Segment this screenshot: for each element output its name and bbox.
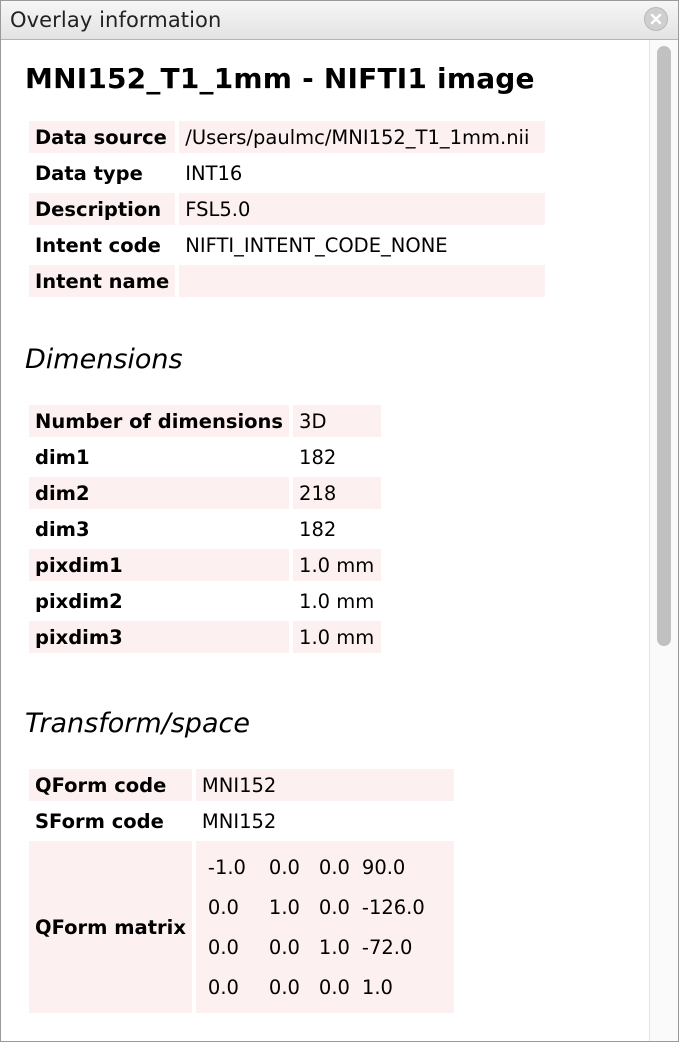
table-row: QForm code MNI152 [29, 769, 454, 801]
matrix-value: 0.0 [318, 855, 350, 879]
row-value: 218 [293, 477, 382, 509]
matrix-value: 0.0 [207, 935, 239, 959]
transform-table: QForm code MNI152 SForm code MNI152 QFor… [25, 765, 458, 1017]
row-value: 1.0 mm [293, 621, 382, 653]
scrollbar-thumb[interactable] [657, 46, 671, 646]
vertical-scrollbar[interactable] [649, 40, 678, 1041]
table-row: Intent name [29, 265, 546, 297]
page-title: MNI152_T1_1mm - NIFTI1 image [25, 62, 535, 95]
title-bar[interactable]: Overlay information [1, 1, 678, 40]
row-key: Description [29, 193, 176, 225]
window-title: Overlay information [10, 8, 222, 32]
matrix-row: QForm matrix -1.0 0.0 0.0 90.0 0.0 1.0 0… [29, 841, 454, 1013]
matrix-value: 0.0 [207, 895, 239, 919]
row-key: dim1 [35, 445, 90, 469]
matrix-value: 1.0 [318, 935, 350, 959]
matrix-value: 0.0 [318, 975, 350, 999]
matrix-value: 0.0 [318, 895, 350, 919]
matrix-value: -1.0 [207, 855, 246, 879]
matrix-value: 0.0 [268, 855, 300, 879]
matrix-value: 0.0 [268, 975, 300, 999]
matrix-value: 0.0 [268, 935, 300, 959]
row-key: pixdim1 [29, 549, 290, 581]
matrix-row-0: -1.0 0.0 0.0 90.0 [208, 847, 442, 887]
matrix-value: 1.0 [268, 895, 300, 919]
close-button[interactable] [644, 7, 668, 31]
row-value: MNI152 [195, 769, 454, 801]
row-value: 182 [299, 517, 337, 541]
table-row: pixdim3 1.0 mm [29, 621, 382, 653]
table-row: dim3 182 [29, 513, 381, 545]
table-row: dim1 182 [29, 441, 381, 473]
matrix-label: QForm matrix [29, 841, 192, 1013]
row-key: Intent code [35, 233, 161, 257]
table-row: dim2 218 [29, 477, 382, 509]
row-key: dim3 [35, 517, 90, 541]
row-key: pixdim3 [29, 621, 290, 653]
row-value: NIFTI_INTENT_CODE_NONE [185, 233, 448, 257]
row-key: Intent name [29, 265, 176, 297]
row-key: Data type [35, 161, 143, 185]
row-value: 1.0 mm [299, 589, 375, 613]
row-value: MNI152 [201, 809, 277, 833]
row-key: Number of dimensions [29, 405, 290, 437]
matrix-value: -126.0 [361, 895, 425, 919]
qform-matrix: -1.0 0.0 0.0 90.0 0.0 1.0 0.0 -126.0 0.0… [195, 841, 454, 1013]
row-key: pixdim2 [35, 589, 123, 613]
matrix-row-2: 0.0 0.0 1.0 -72.0 [208, 927, 442, 967]
table-row: Intent code NIFTI_INTENT_CODE_NONE [29, 229, 545, 261]
row-value: 182 [299, 445, 337, 469]
matrix-value: 0.0 [207, 975, 239, 999]
row-key: SForm code [35, 809, 164, 833]
row-key: QForm code [29, 769, 192, 801]
info-content: MNI152_T1_1mm - NIFTI1 image Data source… [1, 40, 650, 1041]
row-value: 3D [293, 405, 382, 437]
row-value: 1.0 mm [293, 549, 382, 581]
dimensions-heading: Dimensions [25, 344, 183, 375]
close-icon [650, 13, 662, 25]
dimensions-table: Number of dimensions 3D dim1 182 dim2 21… [25, 401, 385, 657]
matrix-value: 90.0 [361, 855, 406, 879]
table-row: pixdim1 1.0 mm [29, 549, 382, 581]
matrix-row-1: 0.0 1.0 0.0 -126.0 [208, 887, 442, 927]
matrix-value: -72.0 [361, 935, 413, 959]
table-row: SForm code MNI152 [29, 805, 454, 837]
table-row: Number of dimensions 3D [29, 405, 382, 437]
general-info-table: Data source /Users/paulmc/MNI152_T1_1mm.… [25, 117, 549, 301]
table-row: pixdim2 1.0 mm [29, 585, 381, 617]
table-row: Data type INT16 [29, 157, 545, 189]
matrix-row-3: 0.0 0.0 0.0 1.0 [208, 967, 442, 1007]
transform-heading: Transform/space [25, 708, 250, 739]
row-value [179, 265, 546, 297]
table-row: Description FSL5.0 [29, 193, 546, 225]
row-key: dim2 [29, 477, 290, 509]
row-value: FSL5.0 [179, 193, 546, 225]
matrix-value: 1.0 [361, 975, 393, 999]
row-value: /Users/paulmc/MNI152_T1_1mm.nii [179, 121, 546, 153]
row-key: Data source [29, 121, 176, 153]
table-row: Data source /Users/paulmc/MNI152_T1_1mm.… [29, 121, 546, 153]
row-value: INT16 [185, 161, 243, 185]
